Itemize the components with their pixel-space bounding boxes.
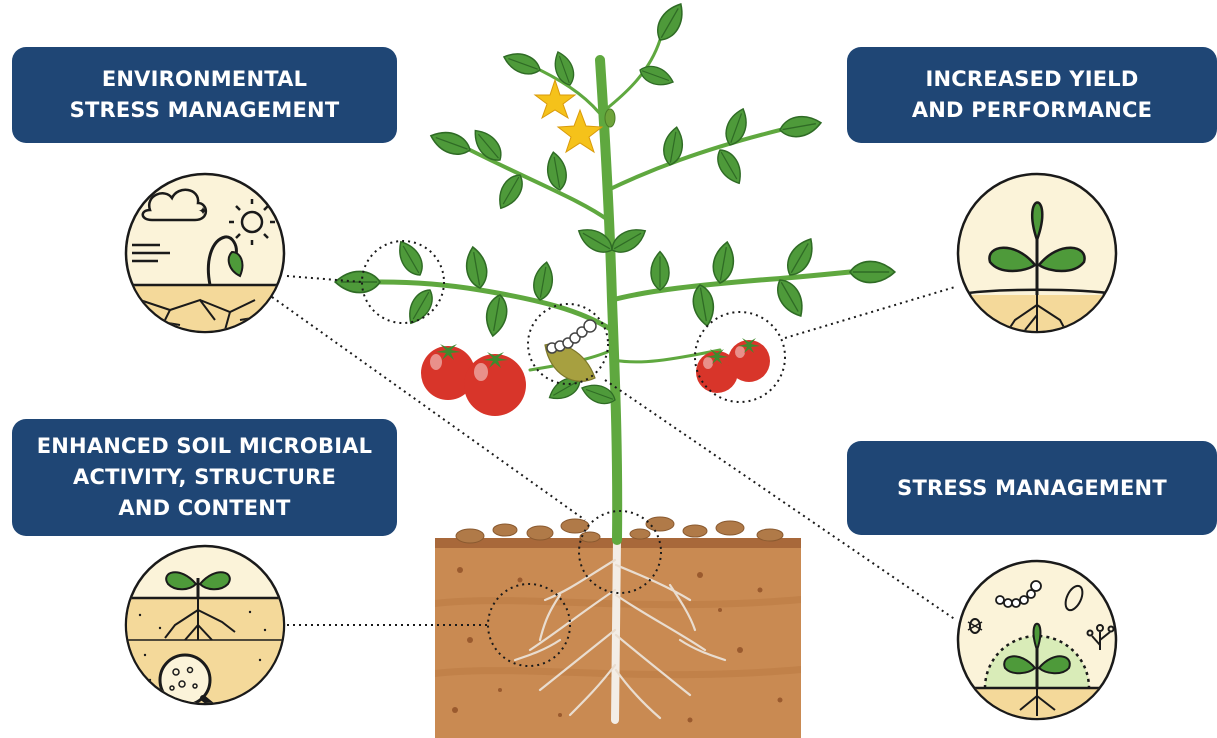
healthy-seedling-icon [950,174,1125,345]
soil-microbe-magnifier-icon [120,546,290,716]
weather-stress-icon: ✦ [120,174,290,345]
caterpillar-pest [547,320,596,353]
svg-text:✦: ✦ [198,204,208,218]
pest-protection-icon [950,561,1125,728]
